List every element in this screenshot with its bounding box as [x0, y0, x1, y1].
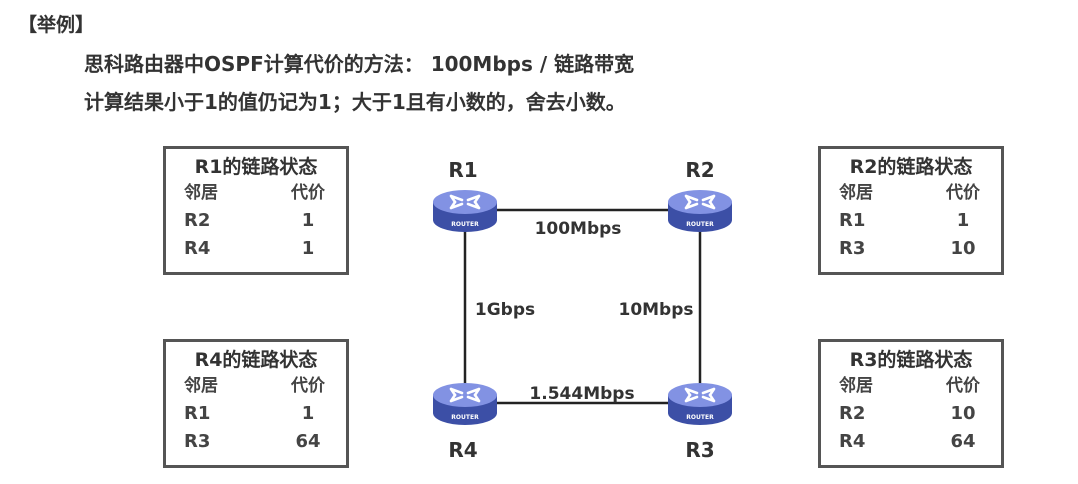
r3-link-state-table: R3的链路状态 邻居 代价 R2 10 R4 64: [818, 339, 1004, 468]
rounding-rule-text: 计算结果小于1的值仍记为1；大于1且有小数的，舍去小数。: [84, 90, 626, 114]
link-label-r1-r2: 100Mbps: [535, 219, 622, 239]
table-title: R1的链路状态: [194, 156, 318, 178]
cost-cell: 10: [950, 238, 976, 259]
router-r1-icon: ROUTER: [431, 188, 499, 234]
neighbor-cell: R1: [184, 403, 211, 424]
neighbor-cell: R2: [184, 210, 211, 231]
table-title: R4的链路状态: [194, 349, 318, 371]
r1-link-state-table: R1的链路状态 邻居 代价 R2 1 R4 1: [163, 146, 349, 275]
neighbor-header: 邻居: [839, 376, 873, 396]
neighbor-cell: R4: [184, 238, 211, 259]
link-label-r2-r3: 10Mbps: [618, 300, 693, 320]
cost-cell: 10: [950, 403, 976, 424]
neighbor-cell: R3: [184, 431, 211, 452]
cost-header: 代价: [946, 376, 980, 396]
router-r2-icon: ROUTER: [666, 188, 734, 234]
neighbor-cell: R3: [839, 238, 866, 259]
table-header: 邻居 代价: [166, 372, 346, 400]
router-label-r2: R2: [685, 158, 714, 182]
cost-cell: 64: [295, 431, 321, 452]
table-row: R2 10: [821, 400, 1001, 428]
router-caption: ROUTER: [686, 414, 714, 421]
table-row: R2 1: [166, 207, 346, 235]
router-caption: ROUTER: [451, 221, 479, 228]
r4-link-state-table: R4的链路状态 邻居 代价 R1 1 R3 64: [163, 339, 349, 468]
cost-cell: 1: [301, 403, 315, 424]
neighbor-cell: R1: [839, 210, 866, 231]
router-r4-icon: ROUTER: [431, 381, 499, 427]
router-r3-icon: ROUTER: [666, 381, 734, 427]
router-label-r4: R4: [448, 438, 477, 462]
neighbor-header: 邻居: [184, 183, 218, 203]
neighbor-cell: R2: [839, 403, 866, 424]
formula-text: 思科路由器中OSPF计算代价的方法： 100Mbps / 链路带宽: [84, 52, 635, 76]
cost-header: 代价: [291, 183, 325, 203]
table-row: R4 1: [166, 235, 346, 263]
table-row: R1 1: [166, 400, 346, 428]
neighbor-header: 邻居: [839, 183, 873, 203]
cost-cell: 1: [301, 210, 315, 231]
table-row: R4 64: [821, 428, 1001, 456]
table-header: 邻居 代价: [821, 372, 1001, 400]
example-heading: 【举例】: [18, 14, 95, 36]
table-title: R2的链路状态: [849, 156, 973, 178]
table-header: 邻居 代价: [821, 179, 1001, 207]
table-row: R3 64: [166, 428, 346, 456]
table-title: R3的链路状态: [849, 349, 973, 371]
neighbor-cell: R4: [839, 431, 866, 452]
cost-cell: 1: [956, 210, 970, 231]
neighbor-header: 邻居: [184, 376, 218, 396]
router-label-r1: R1: [448, 158, 477, 182]
link-label-r1-r4: 1Gbps: [475, 300, 535, 320]
router-caption: ROUTER: [686, 221, 714, 228]
cost-header: 代价: [291, 376, 325, 396]
table-row: R1 1: [821, 207, 1001, 235]
router-caption: ROUTER: [451, 414, 479, 421]
cost-cell: 1: [301, 238, 315, 259]
cost-cell: 64: [950, 431, 976, 452]
r2-link-state-table: R2的链路状态 邻居 代价 R1 1 R3 10: [818, 146, 1004, 275]
table-header: 邻居 代价: [166, 179, 346, 207]
cost-header: 代价: [946, 183, 980, 203]
table-row: R3 10: [821, 235, 1001, 263]
link-label-r4-r3: 1.544Mbps: [529, 384, 634, 404]
router-label-r3: R3: [685, 438, 714, 462]
